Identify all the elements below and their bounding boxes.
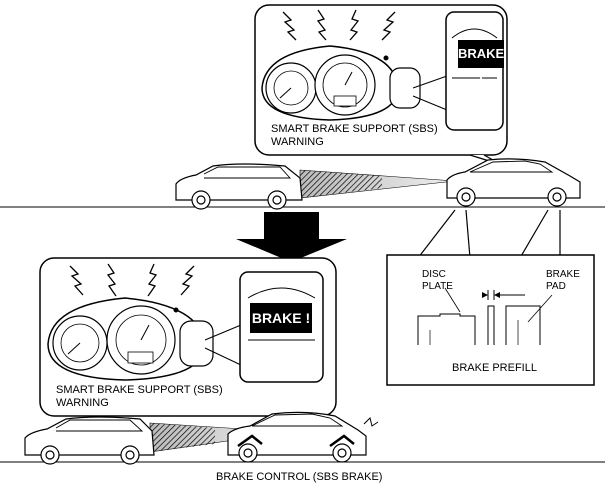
disc-plate-label-line1: DISC xyxy=(422,269,446,280)
sbs-warning-caption-top-line1: SMART BRAKE SUPPORT (SBS) xyxy=(271,123,438,135)
instrument-cluster-bottom xyxy=(47,297,214,381)
brake-control-label: BRAKE CONTROL (SBS BRAKE) xyxy=(216,471,383,483)
sbs-warning-caption-top-line2: WARNING xyxy=(271,136,324,148)
preceding-vehicle-bottom xyxy=(227,411,379,463)
instrument-cluster-top xyxy=(261,45,421,121)
sbs-warning-caption-bottom-line2: WARNING xyxy=(56,397,109,409)
radar-beam-bottom xyxy=(149,422,291,453)
brake-pad-label-line2: PAD xyxy=(546,281,566,292)
brake-pad-label-line1: BRAKE xyxy=(546,269,580,280)
radar-beam-top xyxy=(299,169,456,199)
brake-warning-display-top: BRAKE ! xyxy=(458,40,504,89)
following-vehicle-top xyxy=(175,163,303,210)
brake-prefill-title: BRAKE PREFILL xyxy=(452,362,537,374)
disc-plate-label-line2: PLATE xyxy=(422,281,453,292)
alert-lightning-icons-bottom xyxy=(69,263,195,297)
alert-lightning-icons-top xyxy=(282,9,396,41)
brake-prefill-box xyxy=(386,254,595,386)
prefill-callout-lines xyxy=(417,209,561,259)
sequence-arrow xyxy=(236,212,347,262)
preceding-vehicle-top xyxy=(446,158,581,207)
brake-warning-display-bottom: BRAKE ! xyxy=(250,303,312,333)
sbs-warning-caption-bottom-line1: SMART BRAKE SUPPORT (SBS) xyxy=(56,384,223,396)
following-vehicle-bottom xyxy=(24,416,155,465)
